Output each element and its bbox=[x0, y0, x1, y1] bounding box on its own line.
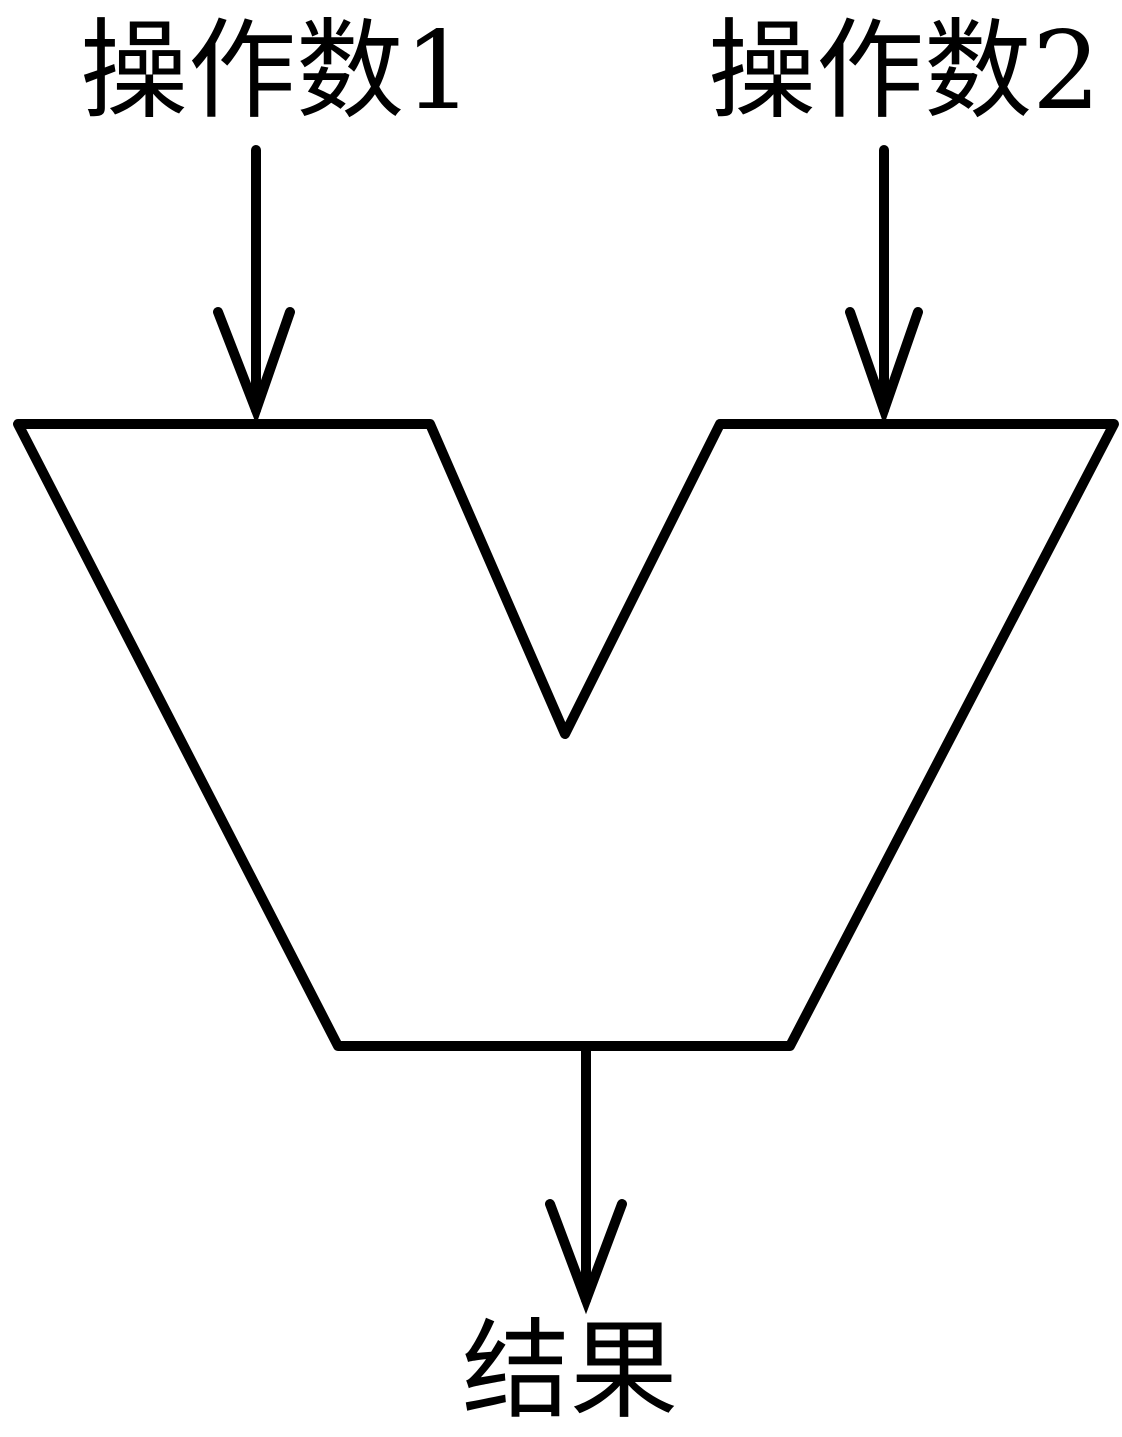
output-arrow bbox=[545, 1041, 627, 1315]
output-label-result: 结果 bbox=[462, 1309, 679, 1434]
input-label-operand-1: 操作数1 bbox=[80, 9, 473, 134]
alu-block bbox=[13, 419, 1119, 1051]
input-arrow-1 bbox=[213, 145, 295, 425]
input-arrow-2 bbox=[845, 145, 923, 426]
input-label-operand-2: 操作数2 bbox=[708, 9, 1101, 134]
